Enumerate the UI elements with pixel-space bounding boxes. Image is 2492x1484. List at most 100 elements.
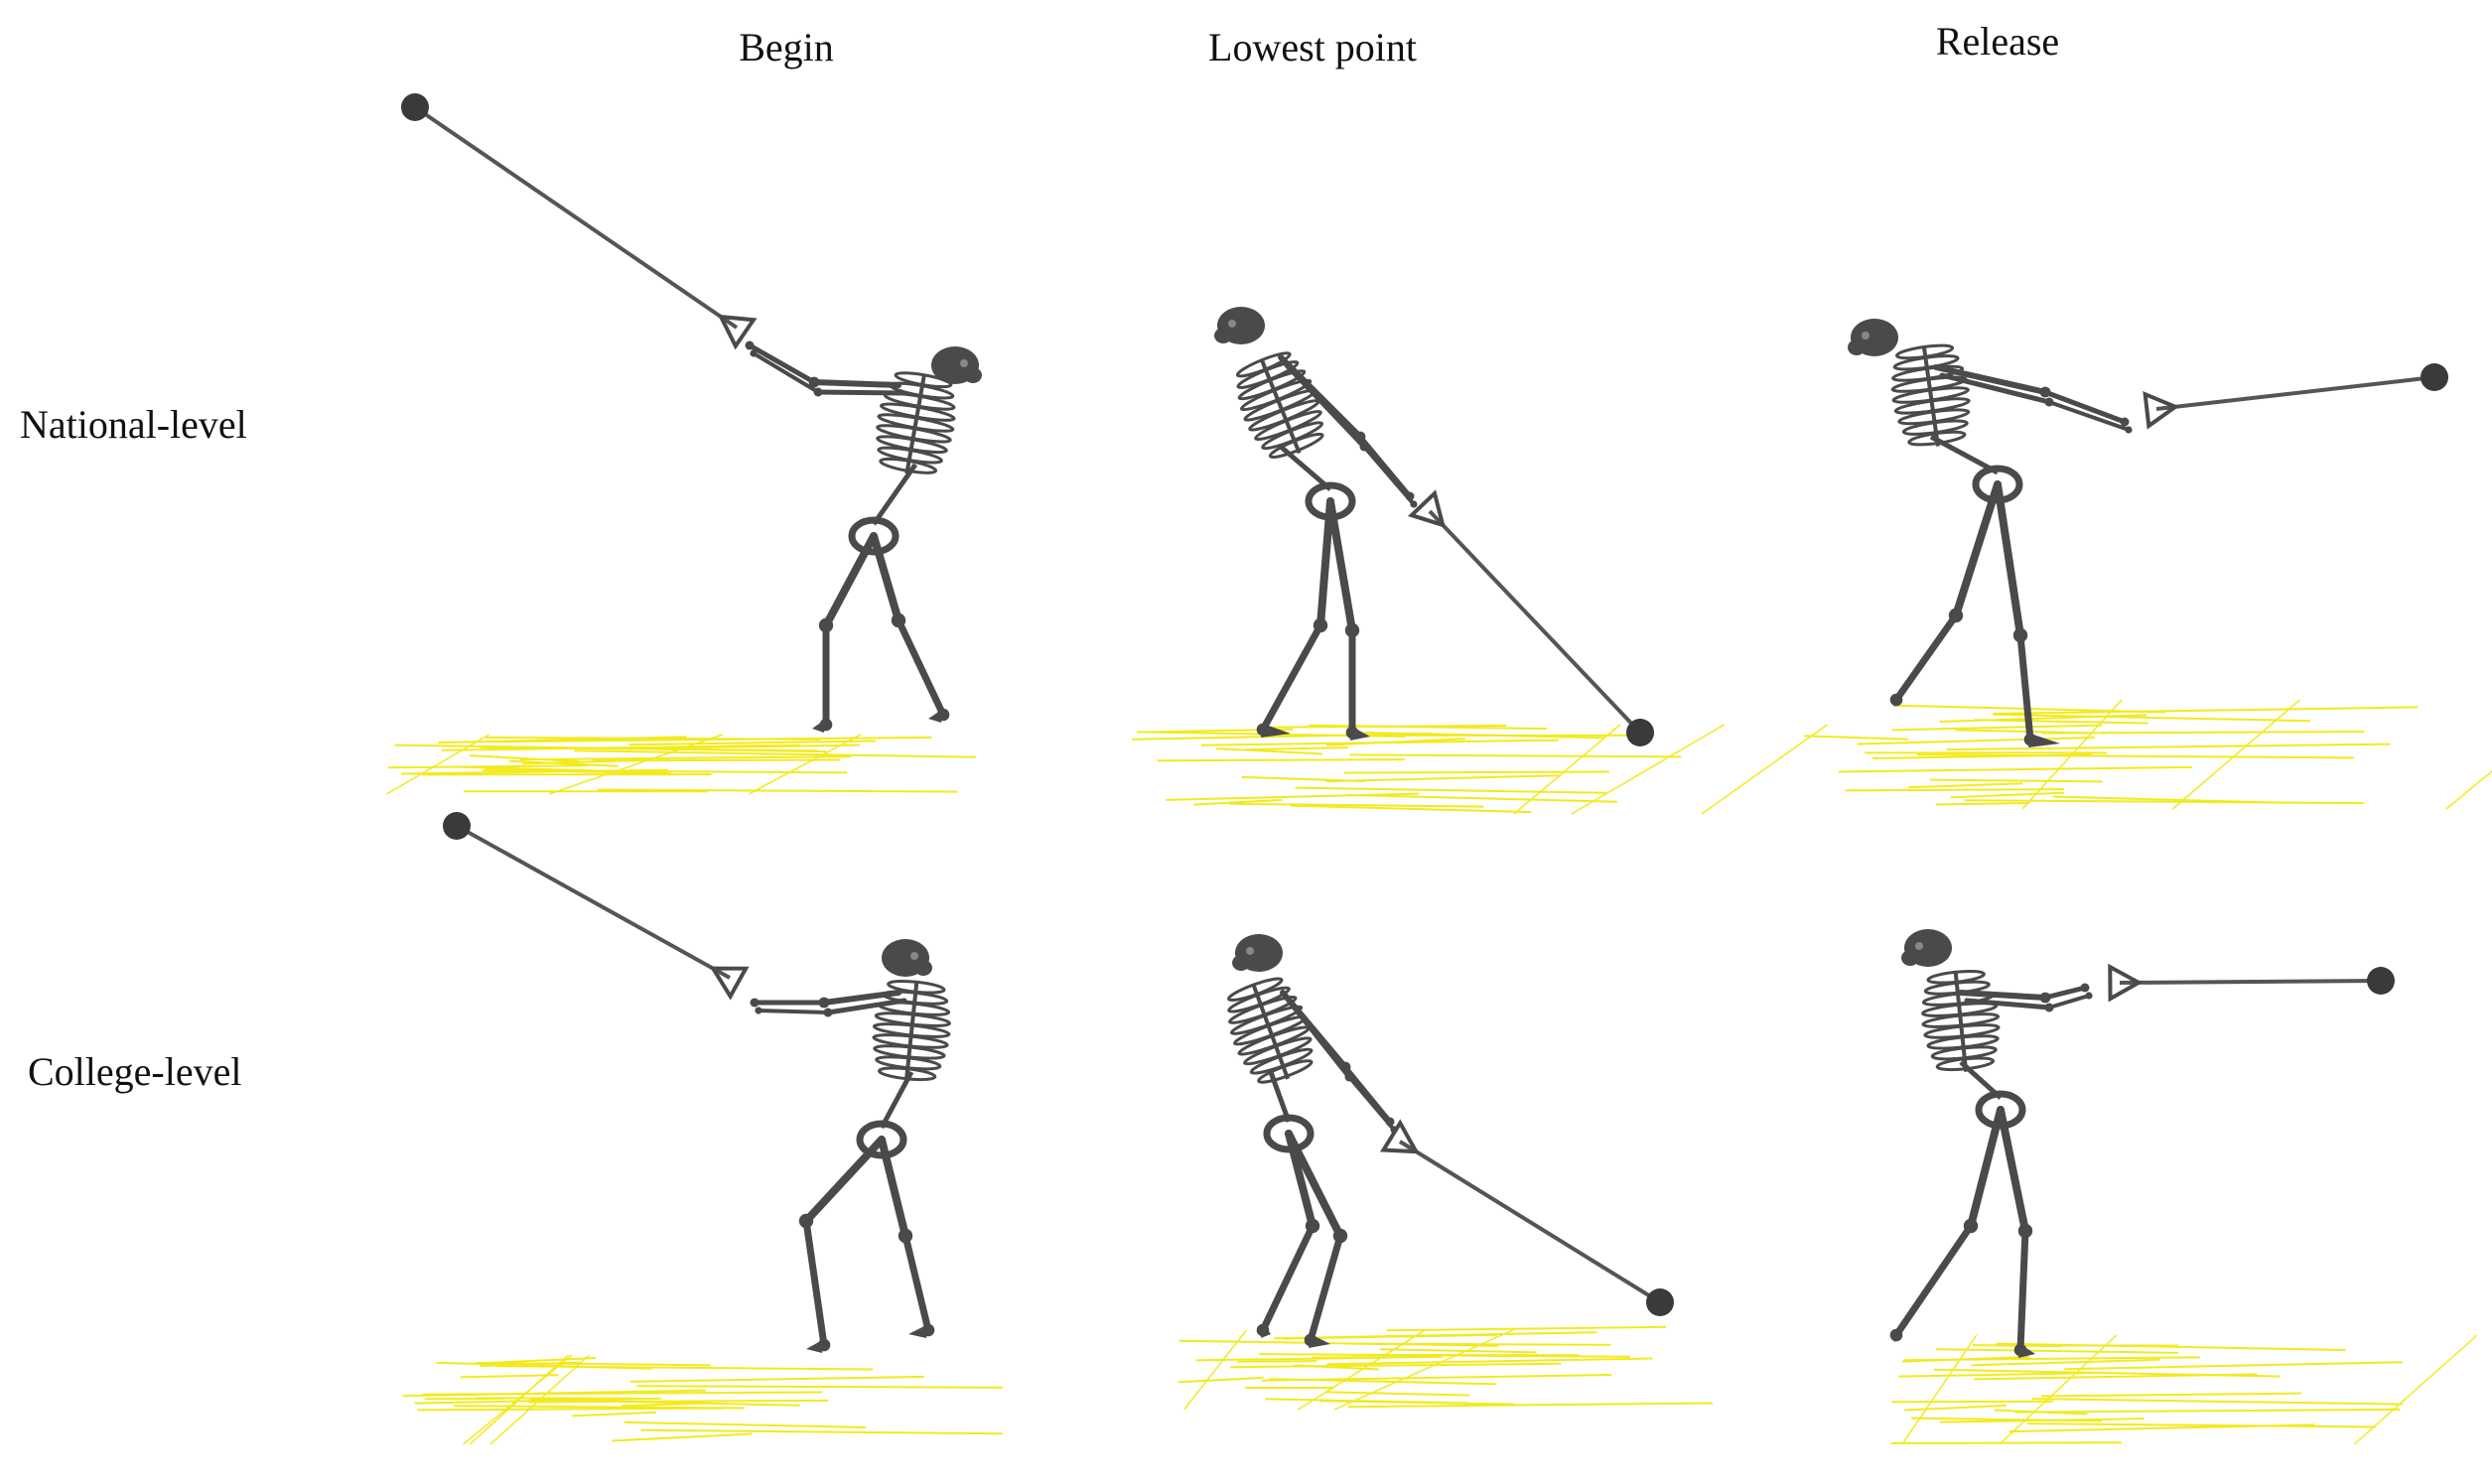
hammer-ball-icon <box>1626 719 1654 746</box>
ribcage <box>1890 343 1971 447</box>
foot <box>2028 734 2060 747</box>
bone <box>1892 611 1960 704</box>
floor-grid-line <box>1298 1329 1426 1411</box>
floor-grid-line <box>597 788 958 793</box>
joint <box>755 1007 762 1014</box>
floor-grid-line <box>1333 1329 1514 1411</box>
floor-grid-line <box>1964 799 2364 805</box>
panel-national-begin <box>386 93 982 795</box>
bone <box>1259 1222 1316 1334</box>
skull-jaw <box>1901 950 1919 966</box>
floor-grid-line <box>441 743 800 751</box>
floor-grid-line <box>1901 1356 2030 1363</box>
skull-eye <box>960 359 968 367</box>
floor-grid-line <box>1994 1409 2088 1416</box>
floor-grid-line <box>628 740 876 746</box>
floor-grid-line <box>1950 791 2065 799</box>
floor-grid-line <box>483 769 848 774</box>
bone <box>1952 480 2002 619</box>
floor-grid <box>1890 1334 2478 1445</box>
floor-grid-line <box>1215 747 1323 755</box>
floor-grid-line <box>1157 758 1405 762</box>
hammer-wire <box>1398 1140 1662 1304</box>
floor-grid-line <box>1971 1358 2160 1367</box>
bone <box>2042 985 2088 1001</box>
floor-grid-line <box>402 1389 706 1398</box>
joint <box>1410 500 1418 508</box>
floor-grid-line <box>1898 1372 2094 1378</box>
floor-grid-line <box>528 1399 829 1404</box>
hammer-wire <box>456 824 731 980</box>
bone <box>1326 497 1356 634</box>
floor-grid-line <box>1166 792 1420 801</box>
hammer-wire <box>1428 509 1642 735</box>
floor-grid-line <box>2171 699 2300 810</box>
skull-eye <box>1246 947 1254 955</box>
bone <box>2047 994 2091 1010</box>
skull-eye <box>1862 332 1869 339</box>
floor-grid-line <box>1230 1362 1562 1369</box>
floor-grid-line <box>1838 765 2193 773</box>
floor-grid-line <box>519 755 852 761</box>
floor-grid-line <box>2041 731 2365 735</box>
joint <box>750 349 758 357</box>
spine <box>1953 971 1969 1072</box>
bone <box>1939 372 2052 405</box>
floor-grid-line <box>1177 1376 1264 1384</box>
bone <box>747 342 817 385</box>
floor-grid <box>402 1354 1004 1445</box>
foot <box>908 1324 928 1338</box>
bone <box>811 379 901 388</box>
foot <box>2018 1344 2035 1358</box>
lumbar-spine <box>871 463 918 526</box>
spine <box>1259 358 1302 455</box>
foot <box>1350 727 1370 741</box>
bone <box>821 990 901 1006</box>
floor-grid-line <box>469 1354 570 1445</box>
joint <box>2125 426 2133 434</box>
floor-grid-line <box>2445 769 2492 810</box>
bone <box>1958 990 2048 1001</box>
hammer-ball-icon <box>443 812 471 840</box>
floor-grid-line <box>485 736 821 741</box>
floor-grid-line <box>417 1407 725 1412</box>
hammer-handle <box>1379 1119 1420 1154</box>
floor-grid-line <box>2353 1334 2478 1445</box>
floor-grid-line <box>1379 1348 1537 1354</box>
hammer-wire <box>2119 979 2382 985</box>
floor-grid-line <box>1946 742 2391 751</box>
floor-grid-line <box>1935 801 2030 806</box>
row-label-national-level: National-level <box>20 402 247 447</box>
bone <box>895 616 947 719</box>
floor-grid-line <box>1183 1329 1248 1411</box>
floor-grid-line <box>574 749 976 758</box>
ribcage <box>1921 969 2001 1072</box>
spine <box>903 981 919 1082</box>
floor-grid <box>386 734 976 795</box>
bone <box>752 351 820 394</box>
floor-grid-line <box>475 1361 711 1367</box>
floor-grid-line <box>508 759 619 767</box>
floor-grid-line <box>636 1385 1004 1389</box>
skull-jaw <box>964 367 982 383</box>
ribcage <box>1235 351 1324 460</box>
foot <box>1309 1334 1330 1348</box>
floor-grid-line <box>1936 1348 2178 1354</box>
hammer-wire <box>2155 375 2435 411</box>
floor-grid-line <box>1386 1325 1667 1332</box>
floor-grid-line <box>1347 1402 1714 1409</box>
bone <box>802 1217 828 1349</box>
bone <box>1892 1222 1975 1339</box>
floor-grid-line <box>1871 753 2092 760</box>
skull-eye <box>1915 942 1923 950</box>
floor-grid-line <box>2064 1361 2404 1371</box>
skull-jaw <box>1214 328 1232 343</box>
floor-grid-line <box>612 1432 753 1442</box>
floor-grid-line <box>2021 699 2123 810</box>
floor-grid-line <box>529 1398 800 1407</box>
column-label-begin: Begin <box>739 25 834 69</box>
floor-grid-line <box>1326 1357 1653 1366</box>
floor-grid <box>1132 724 1828 815</box>
floor-grid-line <box>592 758 841 762</box>
